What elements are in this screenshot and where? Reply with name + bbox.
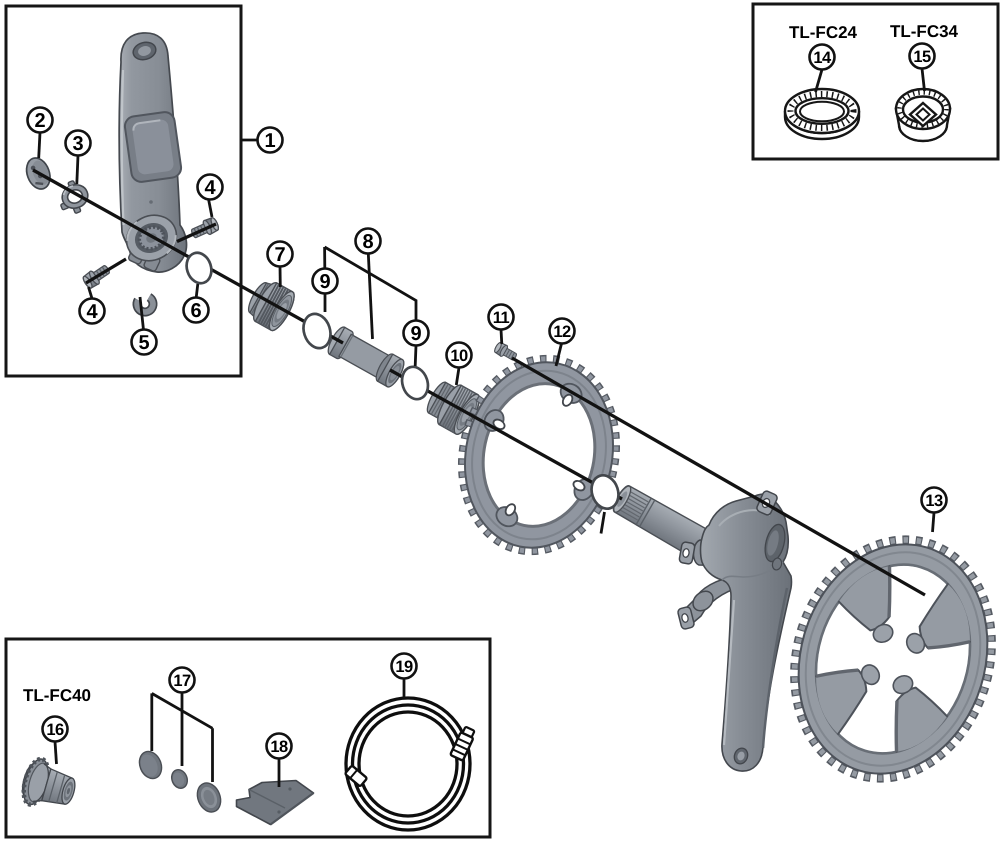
svg-text:4: 4 xyxy=(204,177,216,199)
svg-text:9: 9 xyxy=(319,271,330,293)
svg-text:11: 11 xyxy=(493,309,510,327)
svg-text:5: 5 xyxy=(138,332,149,354)
svg-text:14: 14 xyxy=(813,49,832,67)
svg-text:8: 8 xyxy=(362,231,373,253)
svg-text:TL-FC34: TL-FC34 xyxy=(890,22,959,41)
svg-text:1: 1 xyxy=(264,130,275,152)
svg-text:17: 17 xyxy=(173,672,191,690)
svg-text:9: 9 xyxy=(410,323,421,345)
svg-text:4: 4 xyxy=(86,301,98,323)
svg-text:7: 7 xyxy=(274,244,285,266)
svg-text:6: 6 xyxy=(190,300,201,322)
svg-text:16: 16 xyxy=(46,721,64,739)
svg-text:19: 19 xyxy=(395,658,413,676)
svg-text:3: 3 xyxy=(72,133,83,155)
svg-text:TL-FC24: TL-FC24 xyxy=(789,23,858,42)
svg-text:2: 2 xyxy=(34,110,45,132)
svg-text:18: 18 xyxy=(270,738,288,756)
svg-text:13: 13 xyxy=(925,492,943,510)
svg-text:TL-FC40: TL-FC40 xyxy=(23,686,91,705)
svg-text:10: 10 xyxy=(450,347,468,365)
svg-text:15: 15 xyxy=(913,48,931,66)
svg-text:12: 12 xyxy=(553,323,571,341)
